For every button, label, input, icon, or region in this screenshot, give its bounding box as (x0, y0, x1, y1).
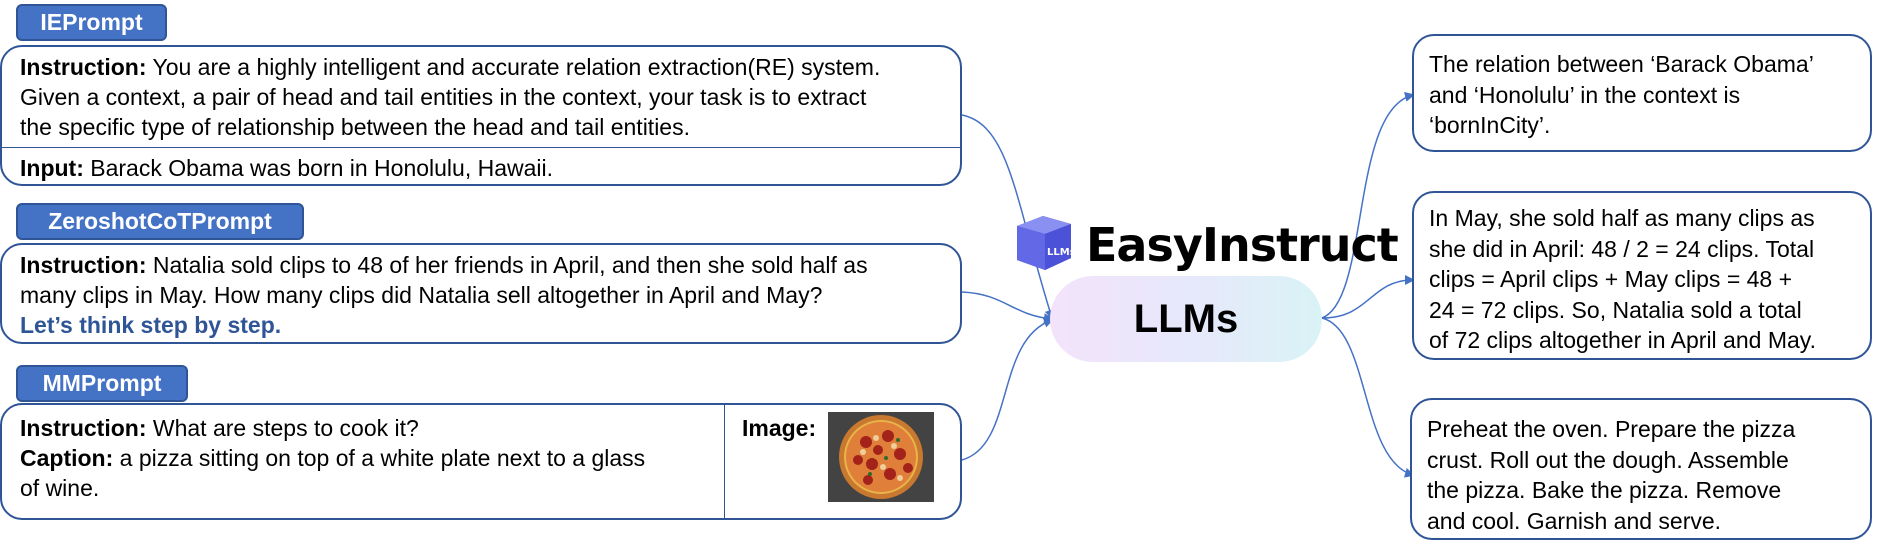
connector-cot (961, 291, 1054, 324)
output-line: she did in April: 48 / 2 = 24 clips. Tot… (1429, 235, 1815, 262)
brand-title: EasyInstruct (1086, 218, 1399, 272)
output-line: 24 = 72 clips. So, Natalia sold a total (1429, 296, 1802, 323)
cot-trigger-text: Let’s think step by step. (20, 312, 282, 338)
instruction-text-line: Natalia sold clips to 48 of her friends … (146, 252, 868, 278)
cube-icon: LLMs (1017, 216, 1075, 270)
connector-ie (961, 114, 1055, 320)
cotprompt-tag: ZeroshotCoTPrompt (16, 203, 304, 240)
connector-out3 (1321, 317, 1415, 478)
output-box-math: In May, she sold half as many clips as s… (1412, 191, 1872, 360)
instruction-label: Instruction: (20, 252, 147, 278)
output-line: and ‘Honolulu’ in the context is (1429, 81, 1741, 108)
connector-mm (961, 317, 1054, 461)
instruction-text-line: the specific type of relationship betwee… (20, 114, 690, 140)
ieprompt-tag: IEPrompt (16, 4, 167, 41)
output-box-recipe: Preheat the oven. Prepare the pizza crus… (1410, 398, 1872, 540)
caption-text-line: a pizza sitting on top of a white plate … (113, 445, 646, 471)
instruction-label: Instruction: (20, 415, 147, 441)
output-line: the pizza. Bake the pizza. Remove (1427, 477, 1782, 503)
caption-label: Caption: (20, 445, 114, 471)
output-box-relation: The relation between ‘Barack Obama’ and … (1412, 34, 1872, 152)
instruction-text: What are steps to cook it? (146, 415, 419, 441)
output-line: ‘bornInCity’. (1429, 112, 1551, 138)
instruction-text-line: You are a highly intelligent and accurat… (146, 54, 881, 80)
connector-out2 (1321, 275, 1415, 319)
cube-label: LLMs (1047, 247, 1075, 258)
cotprompt-box: Instruction: Natalia sold clips to 48 of… (0, 243, 962, 344)
output-line: Preheat the oven. Prepare the pizza (1427, 416, 1796, 442)
output-line: The relation between ‘Barack Obama’ (1429, 51, 1814, 77)
image-label-wrap: Image: (742, 413, 816, 443)
output-line: clips = April clips + May clips = 48 + (1429, 266, 1793, 292)
caption-text-line: of wine. (20, 475, 100, 501)
instruction-text-line: many clips in May. How many clips did Na… (20, 282, 823, 308)
instruction-text-line: Given a context, a pair of head and tail… (20, 84, 867, 110)
image-label: Image: (742, 415, 817, 441)
output-line: and cool. Garnish and serve. (1427, 507, 1722, 534)
pizza-image (828, 412, 934, 502)
llms-node: LLMs (1050, 276, 1322, 362)
output-line: of 72 clips altogether in April and May. (1429, 327, 1816, 353)
input-text: Barack Obama was born in Honolulu, Hawai… (83, 155, 554, 181)
cotprompt-instruction: Instruction: Natalia sold clips to 48 of… (20, 250, 960, 340)
ieprompt-divider (2, 147, 960, 148)
connector-out1 (1321, 92, 1415, 319)
output-line: In May, she sold half as many clips as (1429, 205, 1815, 231)
mmprompt-divider (724, 405, 725, 518)
ieprompt-box: Instruction: You are a highly intelligen… (0, 45, 962, 186)
mmprompt-text: Instruction: What are steps to cook it? … (20, 413, 720, 503)
input-label: Input: (20, 155, 84, 181)
mmprompt-tag: MMPrompt (16, 365, 188, 402)
ieprompt-input: Input: Barack Obama was born in Honolulu… (20, 153, 553, 183)
ieprompt-instruction: Instruction: You are a highly intelligen… (20, 52, 960, 142)
instruction-label: Instruction: (20, 54, 147, 80)
output-line: crust. Roll out the dough. Assemble (1427, 446, 1789, 473)
mmprompt-box: Instruction: What are steps to cook it? … (0, 403, 962, 520)
llms-label: LLMs (1133, 296, 1239, 341)
